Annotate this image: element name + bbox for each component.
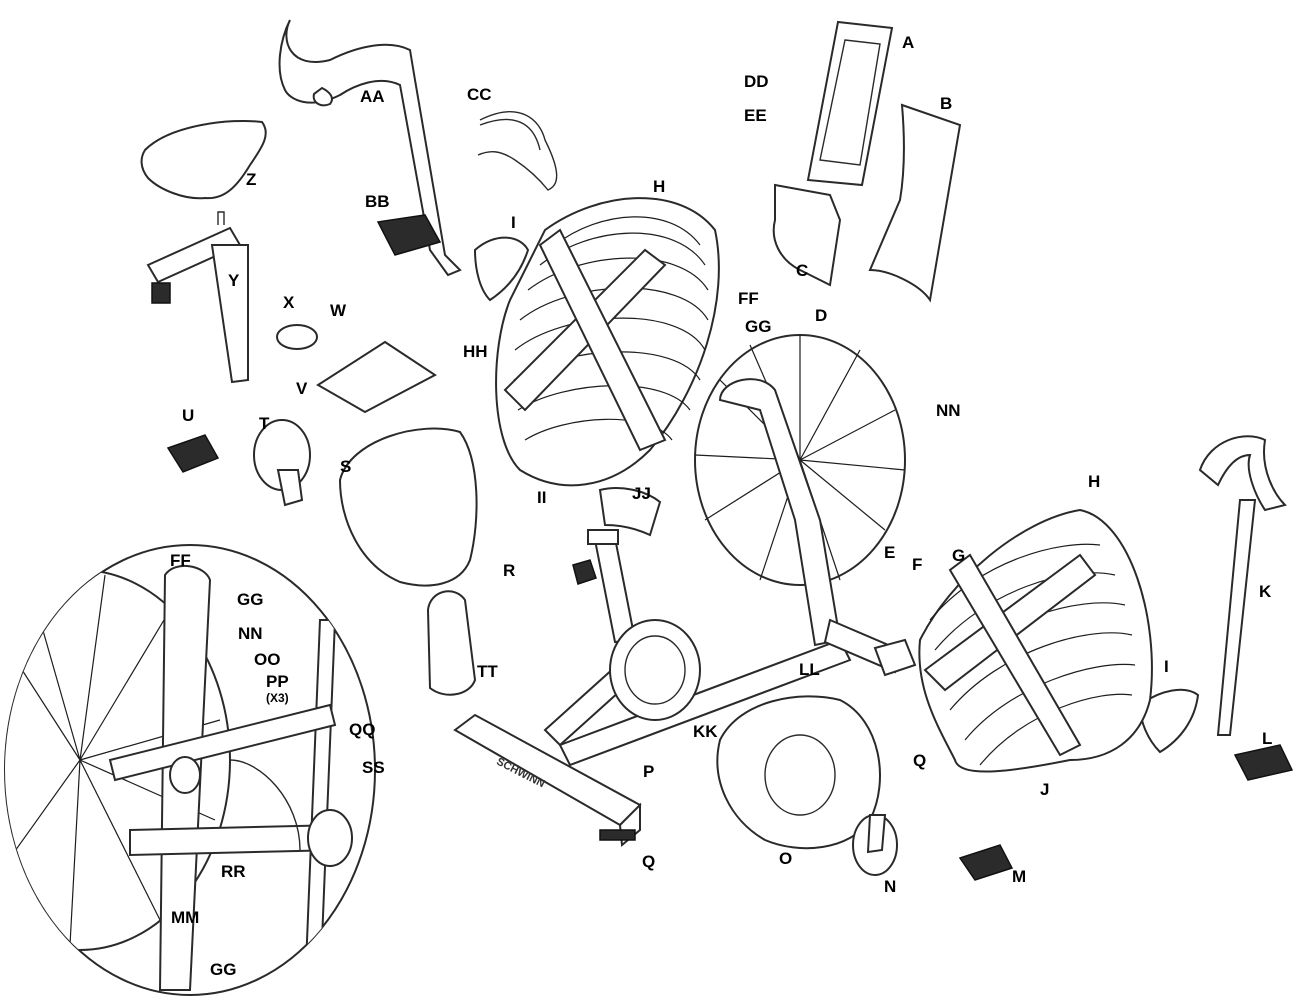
inset-label-gg-top: GG xyxy=(237,590,264,609)
stabilizer-part xyxy=(453,713,642,847)
inset-label-ff: FF xyxy=(170,551,191,570)
part-label-j: J xyxy=(1040,780,1050,799)
part-label-hh: HH xyxy=(463,342,488,361)
inset-label-pp-qty: (X3) xyxy=(266,691,289,705)
part-label-c: C xyxy=(796,261,809,280)
part-label-k: K xyxy=(1259,582,1272,601)
clip-upper-part xyxy=(473,236,530,302)
ring-part xyxy=(276,324,318,350)
part-label-b: B xyxy=(940,94,953,113)
part-label-t: T xyxy=(259,414,270,433)
part-label-kk: KK xyxy=(693,722,718,741)
console-part xyxy=(806,20,894,187)
part-label-i-upper: I xyxy=(511,213,516,232)
inset-label-qq: QQ xyxy=(349,720,376,739)
part-label-q-right: Q xyxy=(913,751,927,770)
shroud-right-part xyxy=(716,695,881,850)
part-label-y: Y xyxy=(228,271,240,290)
seat-post-part xyxy=(146,211,249,384)
part-label-a: A xyxy=(902,33,915,52)
part-label-w: W xyxy=(330,301,347,320)
part-label-q-front: Q xyxy=(642,852,656,871)
part-label-l: L xyxy=(1262,729,1273,748)
handlebar-right-part xyxy=(1198,435,1287,736)
crank-right-part xyxy=(852,814,898,876)
cover-tt-part xyxy=(426,590,477,696)
clip-lower-part xyxy=(1138,688,1200,754)
pedal-u-part xyxy=(166,434,220,473)
part-label-ii: II xyxy=(537,488,547,507)
handlebar-left-part xyxy=(278,19,462,277)
detail-inset xyxy=(4,544,376,996)
fan-cover-right-part xyxy=(918,508,1153,773)
part-label-p: P xyxy=(643,762,655,781)
part-label-ll: LL xyxy=(799,660,820,679)
part-label-r: R xyxy=(503,561,516,580)
inset-label-nn: NN xyxy=(238,624,263,643)
part-label-f: F xyxy=(912,555,923,574)
knob-part xyxy=(572,559,597,585)
seat-part xyxy=(140,119,267,200)
part-label-tt: TT xyxy=(477,662,498,681)
part-label-i-lower: I xyxy=(1164,657,1169,676)
part-label-s: S xyxy=(340,457,352,476)
pedal-m-part xyxy=(958,844,1014,881)
strap-part xyxy=(477,111,558,191)
pedal-bb-part xyxy=(376,214,442,256)
part-label-gg: GG xyxy=(745,317,772,336)
part-label-n: N xyxy=(884,877,897,896)
part-label-cc: CC xyxy=(467,85,492,104)
part-label-ff: FF xyxy=(738,289,759,308)
inset-label-pp: PP xyxy=(266,672,289,691)
part-label-h-upper: H xyxy=(653,177,666,196)
inset-label-rr: RR xyxy=(221,862,246,881)
part-label-jj: JJ xyxy=(632,484,651,503)
part-label-v: V xyxy=(296,379,308,398)
part-label-aa: AA xyxy=(360,87,385,106)
part-label-h-lower: H xyxy=(1088,472,1101,491)
part-label-nn: NN xyxy=(936,401,961,420)
part-label-bb: BB xyxy=(365,192,390,211)
part-label-o: O xyxy=(779,849,793,868)
part-label-dd: DD xyxy=(744,72,769,91)
part-label-g: G xyxy=(952,546,966,565)
top-cover-part xyxy=(316,340,437,414)
part-label-z: Z xyxy=(246,170,257,189)
shroud-left-part xyxy=(338,427,478,587)
part-label-e: E xyxy=(884,543,896,562)
part-label-u: U xyxy=(182,406,195,425)
part-label-ee: EE xyxy=(744,106,767,125)
inset-label-oo: OO xyxy=(254,650,281,669)
part-label-x: X xyxy=(283,293,295,312)
upright-cover-part xyxy=(868,103,962,303)
bike-frame-part xyxy=(543,378,917,767)
inset-label-mm: MM xyxy=(171,908,200,927)
part-label-m: M xyxy=(1012,867,1027,886)
pedal-l-part xyxy=(1233,744,1294,781)
fan-cover-left-part xyxy=(495,197,720,487)
inset-label-gg-bottom: GG xyxy=(210,960,237,979)
console-bracket-part xyxy=(772,183,842,287)
crank-left-part xyxy=(253,419,311,507)
cover-piece-jj-part xyxy=(598,487,662,537)
inset-label-ss: SS xyxy=(362,758,385,777)
part-label-d: D xyxy=(815,306,828,325)
